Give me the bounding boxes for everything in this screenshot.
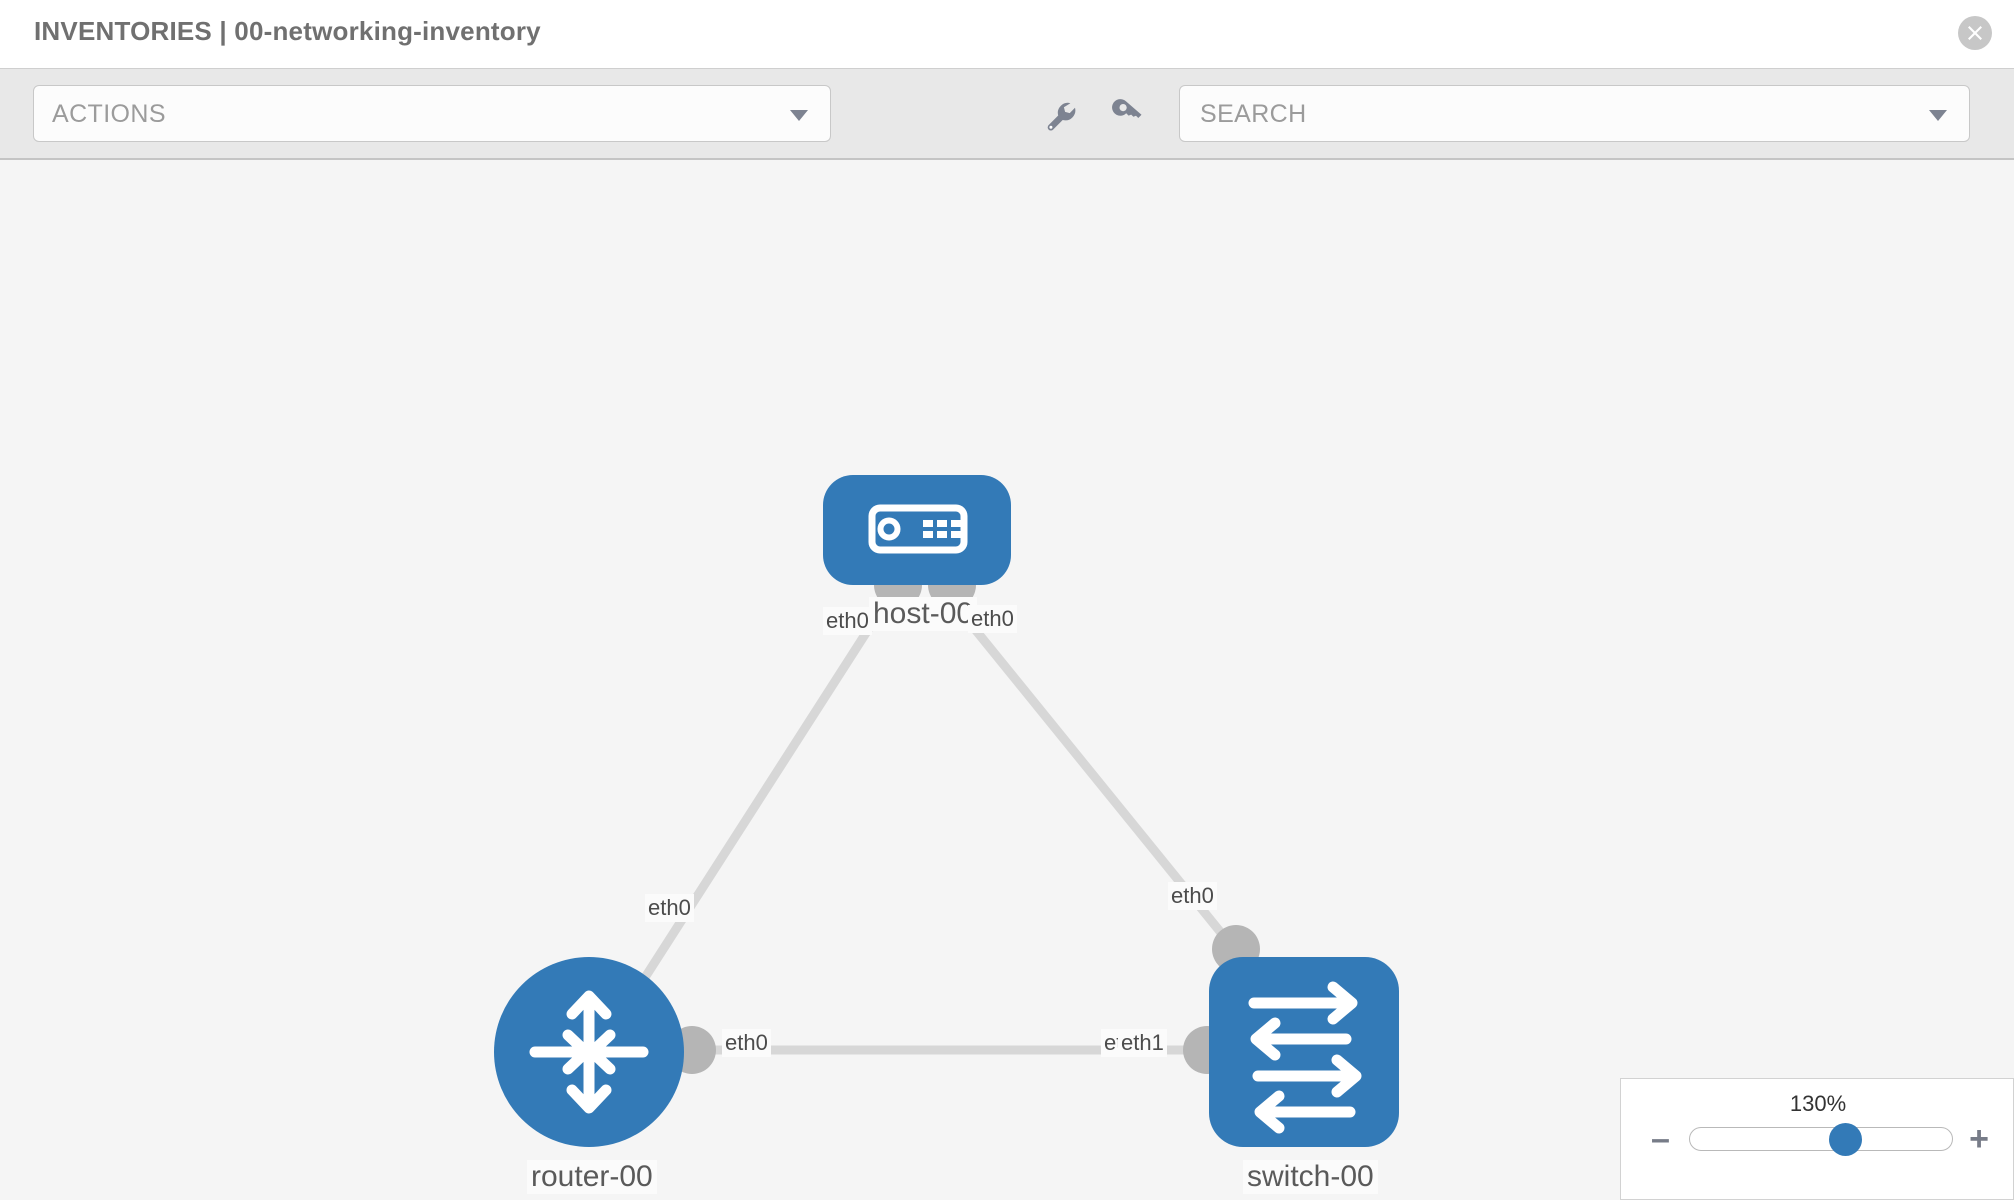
edge-label-host-right: eth0 [968,605,1017,633]
edge-label-switch-up: eth0 [1168,882,1217,910]
node-switch-00 [1209,957,1399,1147]
search-input[interactable] [1198,86,1902,143]
topology-sockets [668,561,1260,1074]
node-label-switch-00: switch-00 [1243,1160,1378,1194]
chevron-down-icon [790,110,808,121]
zoom-level-label: 130% [1789,1091,1847,1116]
zoom-slider[interactable] [1689,1123,1953,1156]
actions-dropdown-label: ACTIONS [52,100,166,128]
page-title: INVENTORIES | 00-networking-inventory [34,16,541,46]
page-header: INVENTORIES | 00-networking-inventory [0,0,2014,68]
topology-canvas[interactable]: eth0 host-00 eth0 eth0 eth0 eth0 eth eth… [0,160,2014,1200]
close-icon[interactable] [1958,16,1992,50]
edge-label-router-right: eth0 [722,1029,771,1057]
node-host-00 [823,475,1011,585]
node-label-router-00: router-00 [527,1160,657,1194]
search-field[interactable] [1179,85,1970,143]
wrench-icon[interactable] [1040,95,1080,135]
zoom-slider-thumb[interactable] [1828,1123,1862,1156]
chevron-down-icon[interactable] [1929,110,1947,121]
zoom-out-button[interactable]: – [1651,1120,1670,1158]
topology-graph [494,475,1399,1147]
edge-label-host-left: eth0 [823,607,872,635]
edge-label-router-up: eth0 [645,894,694,922]
node-label-host-00: host-00 [869,597,978,631]
router-arrows-icon [529,990,649,1114]
toolbar: ACTIONS [0,68,2014,160]
edge-label-switch-left: eth1 [1118,1029,1167,1057]
topology-edges [606,577,1239,1055]
actions-dropdown[interactable]: ACTIONS [33,85,831,142]
node-router-00 [494,957,684,1147]
zoom-in-button[interactable]: + [1969,1120,1989,1158]
zoom-control-panel: 130% – + [1620,1078,2014,1200]
server-appliance-icon [868,504,968,554]
key-icon[interactable] [1110,95,1150,135]
switch-arrows-icon [1248,981,1362,1134]
edge-host-router [606,577,904,1035]
